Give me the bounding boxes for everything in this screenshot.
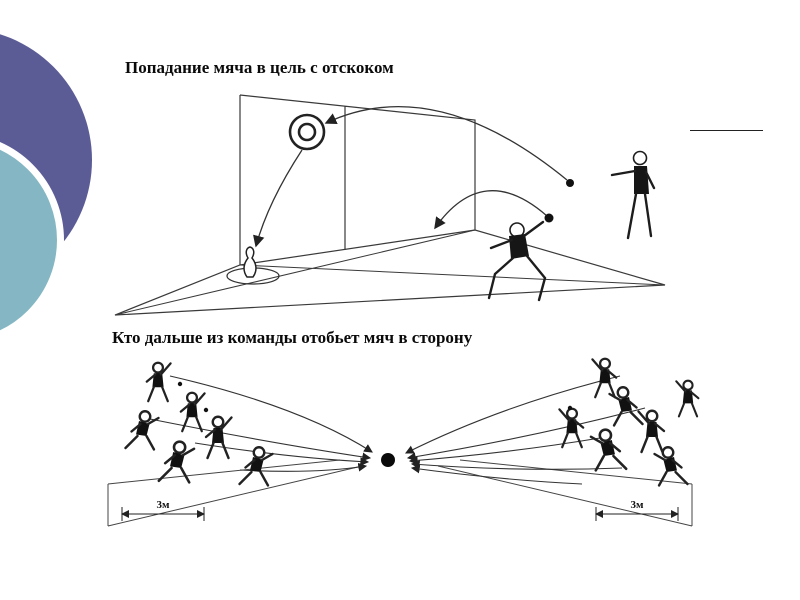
player-figure — [124, 410, 160, 451]
left-distance-label: 3м — [157, 499, 171, 511]
player-figure — [675, 379, 700, 418]
left-hit-arc — [194, 442, 370, 466]
right-hit-arc — [408, 437, 601, 465]
thrower-lunging-figure — [487, 220, 547, 302]
player-figure — [637, 409, 666, 454]
right-hit-arc — [406, 407, 646, 462]
right-hit-arc — [410, 460, 623, 470]
target-ring — [288, 113, 326, 151]
figure-front-arm — [489, 238, 514, 250]
left-hit-arc — [169, 375, 373, 453]
floor-diagonal-lines — [114, 229, 666, 316]
target-ring-inner — [297, 122, 317, 142]
decorative-rule-line — [690, 130, 763, 131]
figure-front-leg — [487, 256, 515, 300]
figure2-illustration: 3м 3м — [107, 357, 700, 527]
room-lines — [114, 94, 666, 316]
right-distance-label: 3м — [631, 499, 645, 511]
bounce-arc-to-pin — [253, 149, 303, 248]
throw-arc-to-wall — [434, 190, 548, 230]
left-hit-arc — [144, 417, 372, 462]
figure-left-leg — [626, 192, 638, 240]
wall-outline — [239, 94, 476, 265]
figure1-title: Попадание мяча в цель с отскоком — [125, 58, 394, 77]
trajectory-arrows — [253, 106, 568, 248]
dimension-lines — [121, 507, 679, 521]
figure-right-leg — [643, 192, 653, 238]
figure-torso — [509, 234, 529, 259]
left-team-figures — [124, 361, 274, 487]
central-ball-icon — [381, 453, 395, 467]
thrower-standing-figure — [610, 150, 656, 240]
right-team-figures — [558, 357, 700, 487]
figure-back-leg — [525, 254, 547, 302]
small-ball-icon — [567, 405, 573, 411]
figure2-title: Кто дальше из команды отобьет мяч в стор… — [112, 328, 473, 347]
player-figure — [145, 361, 172, 403]
pin-target — [226, 246, 280, 285]
player-figure — [608, 386, 644, 427]
figure-head — [632, 150, 648, 166]
right-court-lines — [437, 459, 693, 527]
player-figure — [204, 415, 233, 460]
figure-torso — [634, 166, 649, 194]
right-dimension-ticks — [595, 507, 679, 521]
ball-in-hand-icon — [544, 213, 554, 223]
figure-raised-arm — [522, 220, 545, 238]
player-figure — [653, 446, 689, 487]
thrown-ball-icon — [566, 179, 574, 187]
player-figure — [157, 440, 196, 484]
player-figure — [179, 391, 206, 433]
right-hit-arc — [410, 464, 583, 485]
small-ball-icon — [177, 381, 183, 387]
right-hit-arc — [405, 375, 621, 454]
figure-extended-arm — [610, 169, 637, 177]
court-lines — [107, 459, 693, 527]
small-ball-icon — [203, 407, 209, 413]
target-ring-outer — [288, 113, 326, 151]
figure-back-arm — [644, 170, 656, 190]
pin-icon — [243, 246, 257, 278]
figure1-illustration — [114, 94, 666, 316]
throw-arc-to-ring — [324, 106, 568, 181]
player-figure — [589, 428, 628, 472]
left-dimension-ticks — [121, 507, 205, 521]
